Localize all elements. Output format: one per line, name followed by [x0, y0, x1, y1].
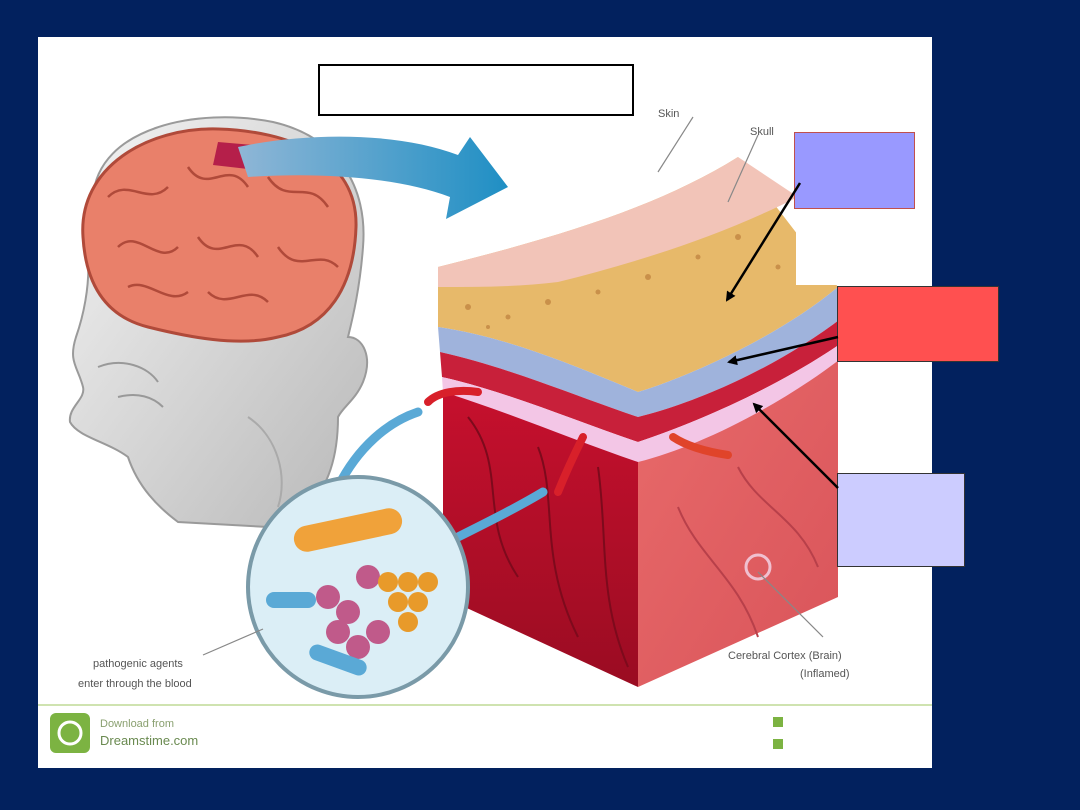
pathogen-circle [246, 475, 470, 699]
zoom-arrow [238, 136, 508, 219]
skin-label: Skin [658, 108, 679, 120]
pathogen-arrow-lower [453, 487, 548, 542]
cortex-label-line1: Cerebral Cortex (Brain) [728, 650, 842, 662]
label-box-blue [794, 132, 915, 209]
label-box-red [837, 286, 999, 362]
dreamstime-logo-icon [50, 713, 90, 753]
title-label-box [318, 64, 634, 116]
download-from-text: Download from [100, 718, 174, 730]
watermark-footer: Download from Dreamstime.com [38, 704, 932, 753]
pathogen-arrow-upper [333, 407, 423, 492]
label-box-white [796, 210, 914, 285]
skull-label: Skull [750, 126, 774, 138]
pathogen-label-line2: enter through the blood [78, 678, 192, 690]
arrow-to-red-layer [727, 335, 839, 366]
arrow-to-arachnoid [725, 182, 802, 302]
site-name-text: Dreamstime.com [100, 733, 198, 748]
brain [81, 127, 358, 343]
arrow-to-pia [752, 402, 839, 489]
pathogen-label-line1: pathogenic agents [93, 658, 183, 670]
cortex-label-line2: (Inflamed) [800, 668, 850, 680]
label-box-lavender [837, 473, 965, 567]
